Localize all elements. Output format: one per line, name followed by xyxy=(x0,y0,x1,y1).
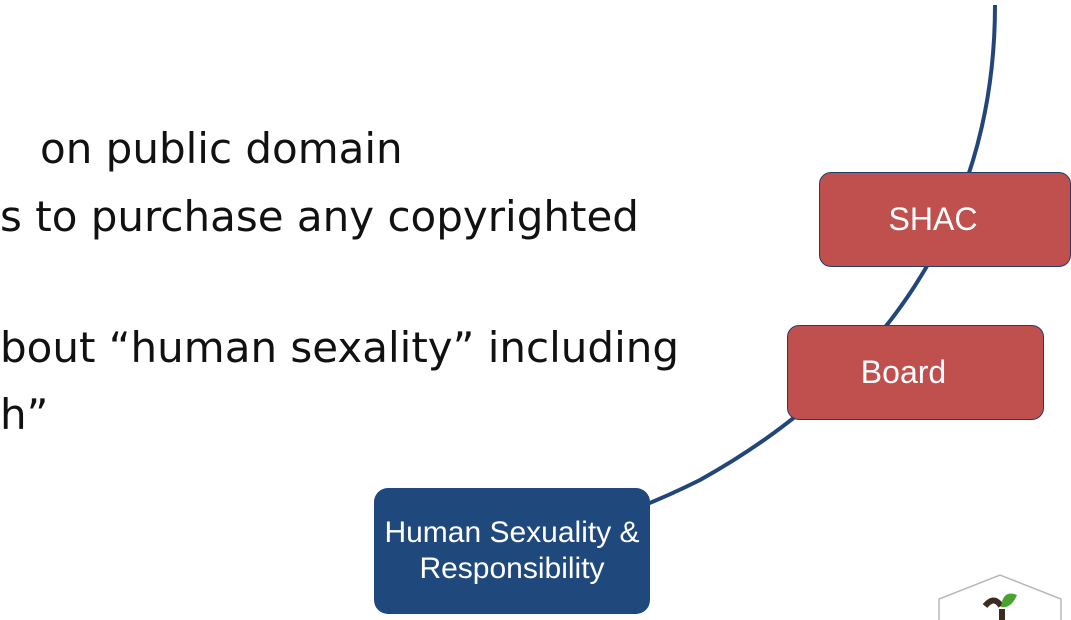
flow-curve xyxy=(455,4,997,555)
apple-sprout-icon xyxy=(938,574,1062,620)
course-box: Human Sexuality & Responsibility xyxy=(374,488,650,614)
body-text-line-3: bout “human sexality” including xyxy=(0,323,680,372)
course-label-line-1: Human Sexuality & xyxy=(384,516,640,549)
body-text-line-1: on public domain xyxy=(40,124,403,173)
body-text-line-4: h” xyxy=(0,390,49,439)
shac-label: SHAC xyxy=(888,201,978,237)
body-text-line-2: s to purchase any copyrighted xyxy=(0,192,639,241)
course-label-line-2: Responsibility xyxy=(419,552,605,585)
shac-box: SHAC xyxy=(819,172,1071,267)
board-box: Board xyxy=(787,325,1044,420)
board-label: Board xyxy=(860,354,947,390)
